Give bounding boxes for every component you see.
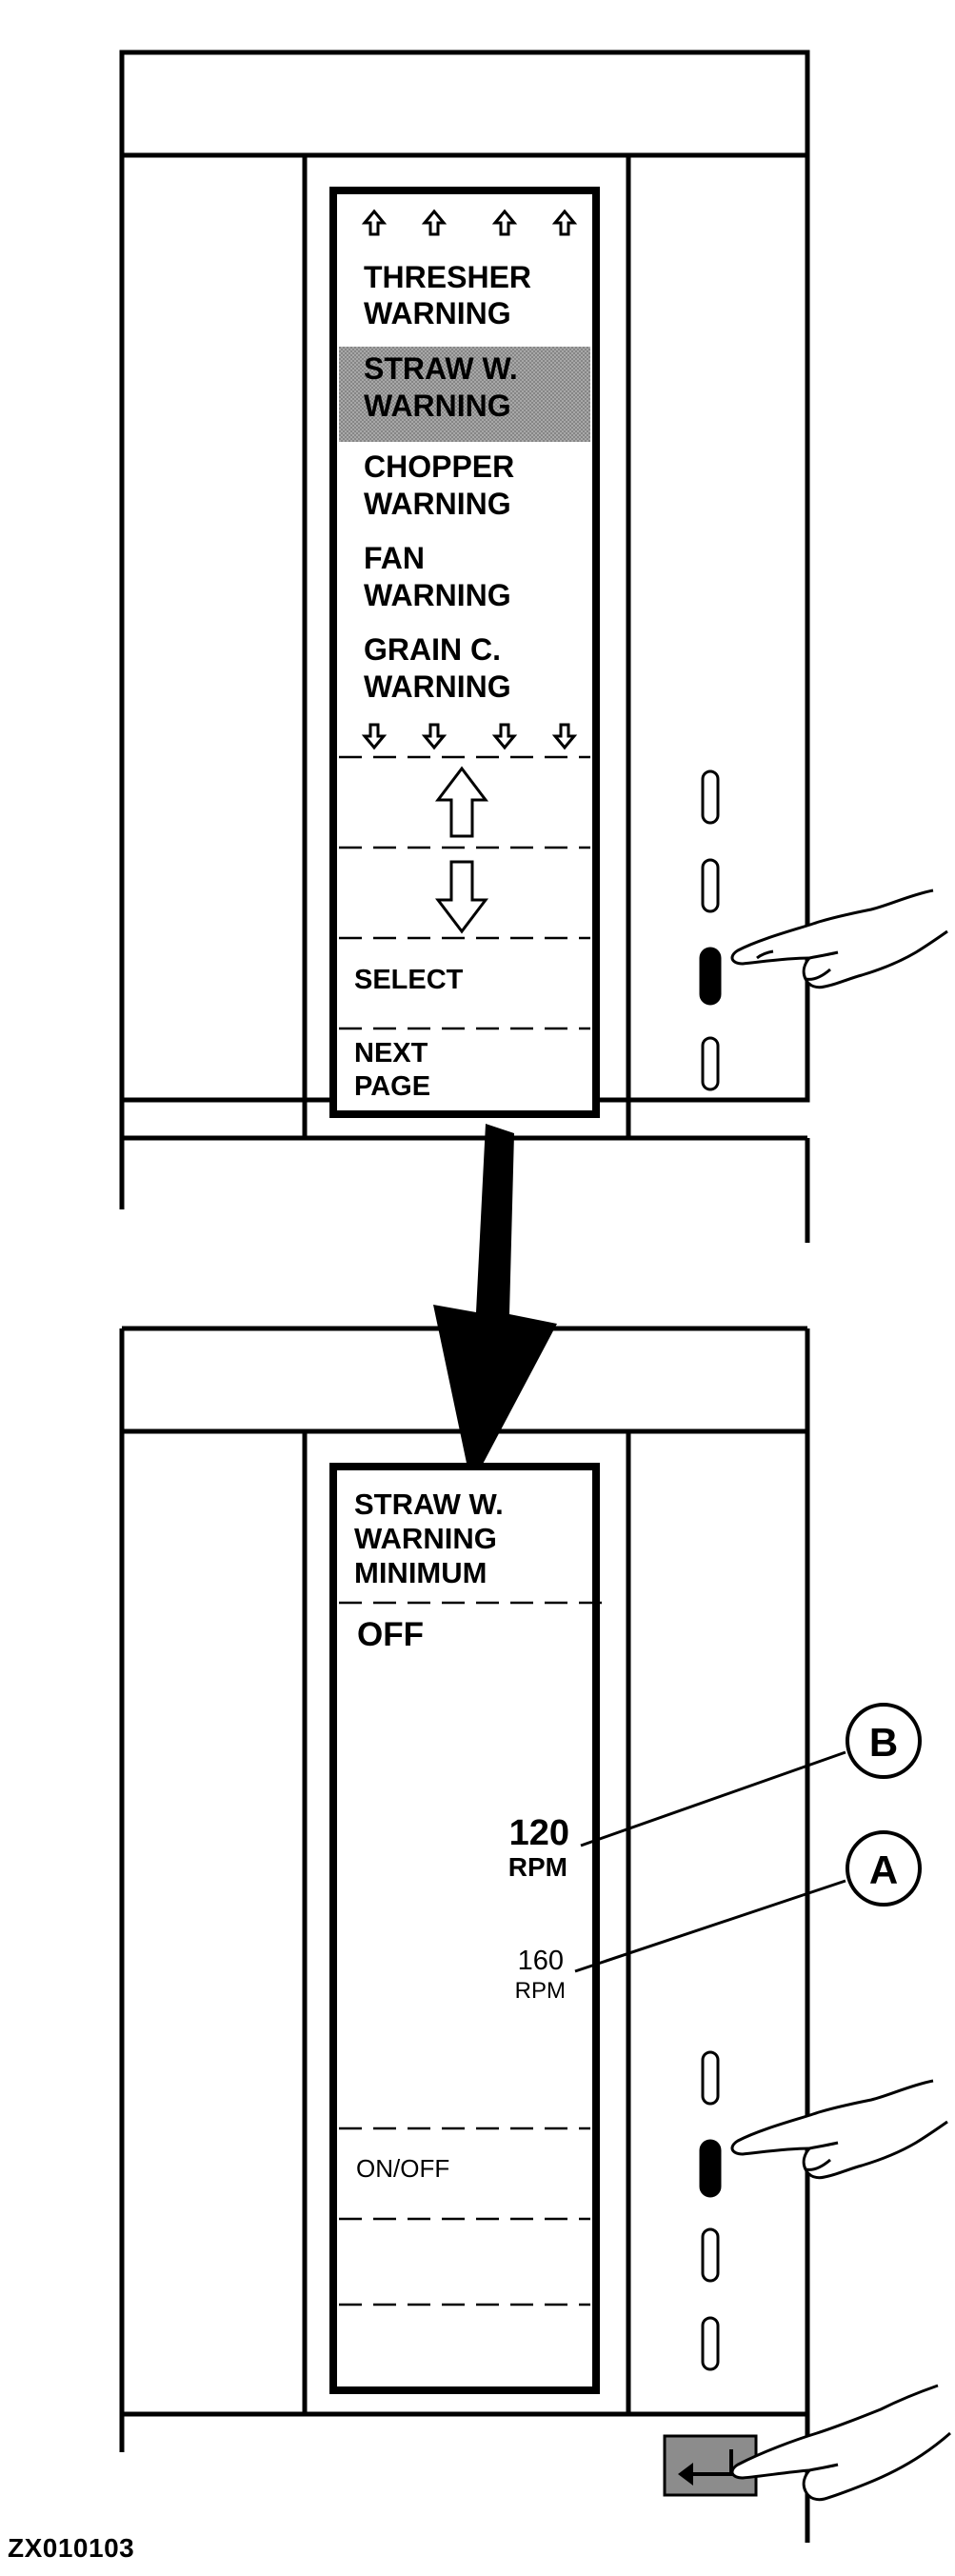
pointing-hand-icon bbox=[730, 2384, 951, 2502]
svg-text:WARNING: WARNING bbox=[354, 1522, 497, 1555]
soft-button-1[interactable] bbox=[701, 2050, 720, 2106]
onoff-softkey-label[interactable]: ON/OFF bbox=[356, 2154, 449, 2183]
menu-item-straw-walker[interactable]: STRAW W. WARNING bbox=[364, 351, 518, 423]
setting-title: STRAW W. WARNING MINIMUM bbox=[354, 1488, 504, 1589]
svg-text:B: B bbox=[869, 1720, 898, 1765]
bottom-side-buttons bbox=[699, 2050, 722, 2371]
scroll-down-arrows-icon bbox=[361, 723, 578, 750]
soft-button-4[interactable] bbox=[701, 2316, 720, 2371]
next-page-softkey-label[interactable]: NEXT PAGE bbox=[354, 1038, 430, 1102]
selected-highlight bbox=[339, 347, 590, 442]
svg-text:MINIMUM: MINIMUM bbox=[354, 1556, 487, 1589]
svg-text:STRAW W.: STRAW W. bbox=[354, 1488, 504, 1521]
pointing-hand-icon bbox=[730, 889, 948, 989]
svg-text:WARNING: WARNING bbox=[364, 296, 511, 330]
current-rpm-unit: RPM bbox=[508, 1852, 567, 1882]
soft-key-dividers bbox=[339, 755, 590, 1030]
callout-b: B bbox=[846, 1703, 922, 1779]
bottom-monitor bbox=[119, 1326, 810, 2543]
transition-arrow-icon bbox=[433, 1124, 557, 1486]
menu-item-grain-cleaning[interactable]: GRAIN C. WARNING bbox=[364, 632, 511, 704]
soft-button-1[interactable] bbox=[701, 769, 720, 825]
soft-button-3[interactable] bbox=[701, 2227, 720, 2283]
select-softkey-label[interactable]: SELECT bbox=[354, 965, 464, 995]
svg-text:WARNING: WARNING bbox=[364, 389, 511, 423]
current-rpm-value: 120 bbox=[509, 1813, 569, 1853]
down-arrow-icon[interactable] bbox=[434, 860, 489, 934]
scroll-up-arrows-icon bbox=[361, 209, 578, 236]
svg-text:NEXT: NEXT bbox=[354, 1038, 428, 1068]
bottom-screen bbox=[329, 1463, 600, 2394]
svg-text:FAN: FAN bbox=[364, 541, 425, 575]
status-value: OFF bbox=[357, 1616, 424, 1653]
up-arrow-icon[interactable] bbox=[434, 766, 489, 838]
svg-text:WARNING: WARNING bbox=[364, 578, 511, 612]
top-screen bbox=[329, 187, 600, 1118]
svg-text:WARNING: WARNING bbox=[364, 487, 511, 521]
previous-rpm-unit: RPM bbox=[515, 1978, 566, 2004]
menu-item-thresher[interactable]: THRESHER WARNING bbox=[364, 260, 531, 330]
soft-button-2[interactable] bbox=[699, 2139, 722, 2198]
pointing-hand-icon bbox=[730, 2079, 948, 2180]
svg-text:THRESHER: THRESHER bbox=[364, 260, 531, 294]
svg-text:GRAIN C.: GRAIN C. bbox=[364, 632, 501, 667]
svg-text:WARNING: WARNING bbox=[364, 669, 511, 704]
top-side-buttons bbox=[699, 769, 722, 1091]
callout-leaders bbox=[574, 1750, 846, 1973]
menu-item-chopper[interactable]: CHOPPER WARNING bbox=[364, 449, 514, 521]
svg-text:PAGE: PAGE bbox=[354, 1071, 430, 1102]
previous-rpm-value: 160 bbox=[518, 1946, 564, 1976]
bottom-soft-key-dividers bbox=[339, 2127, 590, 2306]
svg-text:CHOPPER: CHOPPER bbox=[364, 449, 514, 484]
svg-text:A: A bbox=[869, 1847, 898, 1892]
menu-item-fan[interactable]: FAN WARNING bbox=[364, 541, 511, 612]
soft-button-3[interactable] bbox=[699, 947, 722, 1006]
soft-button-4[interactable] bbox=[701, 1036, 720, 1091]
soft-button-2[interactable] bbox=[701, 858, 720, 913]
svg-text:STRAW W.: STRAW W. bbox=[364, 351, 518, 386]
callout-a: A bbox=[846, 1830, 922, 1907]
figure-id: ZX010103 bbox=[8, 2533, 135, 2563]
